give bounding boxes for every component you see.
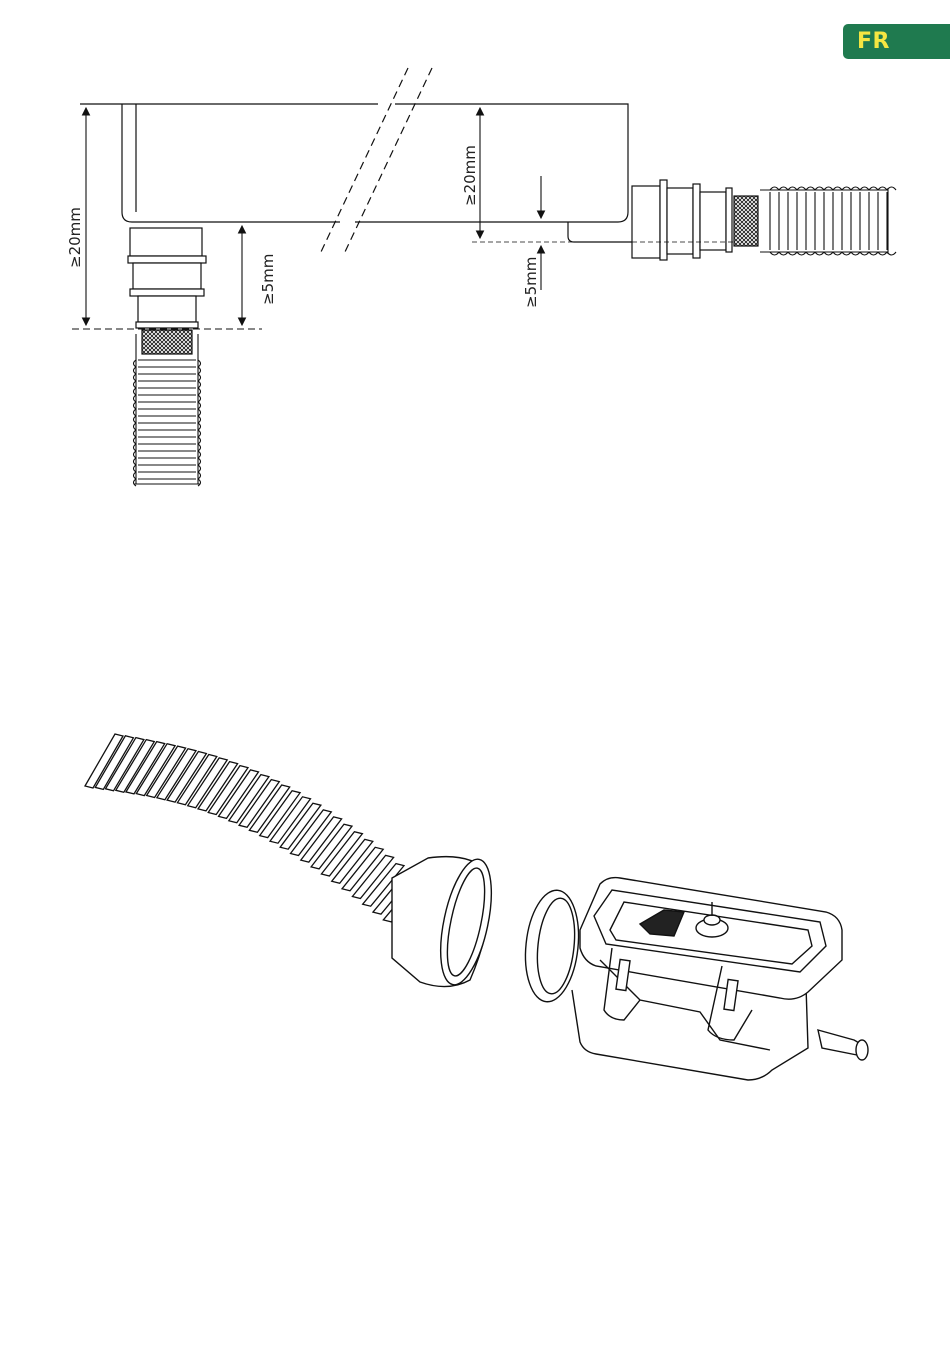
housing-outlet-spigot	[818, 1030, 863, 1056]
housing-center-connector	[696, 919, 728, 937]
housing-logo-plate	[640, 910, 684, 936]
left-corrugated-hose	[134, 334, 201, 486]
dimension-right-total: ≥20mm	[461, 145, 479, 206]
pump-housing	[520, 878, 868, 1080]
dimension-right-gap: ≥5mm	[522, 257, 540, 308]
right-horizontal-outlet	[632, 180, 758, 260]
curved-corrugated-hose	[85, 734, 425, 922]
left-vertical-outlet	[128, 228, 206, 354]
installation-clearance-drawing: ≥20mm ≥5mm ≥20mm ≥5mm	[0, 0, 950, 560]
tray-outline-left	[80, 104, 378, 222]
right-corrugated-hose	[760, 187, 896, 255]
dimension-left-gap: ≥5mm	[259, 254, 277, 305]
housing-inlet-ring	[520, 888, 583, 1005]
tray-outline-right	[355, 104, 628, 222]
hose-coupling-sleeve	[392, 855, 501, 989]
dimension-left-total: ≥20mm	[66, 207, 84, 268]
